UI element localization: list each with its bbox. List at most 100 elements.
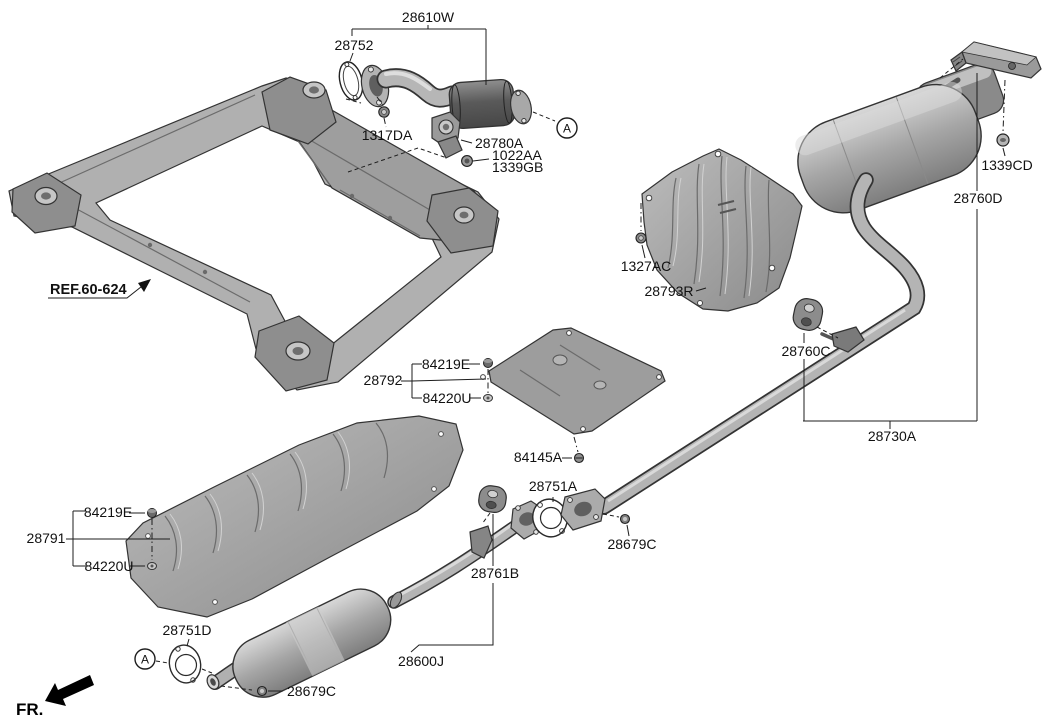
part-label-1339GB[interactable]: 1339GB [492,159,543,175]
part-label-28760D[interactable]: 28760D [953,190,1002,206]
fastener-1339CD [996,133,1010,147]
hanger-bracket-on-pipe [469,525,493,559]
shield-hole [438,431,444,437]
shield-hole [212,599,218,605]
part-label-28751D[interactable]: 28751D [162,622,211,638]
shield-hole [431,486,437,492]
outlet-pipe [388,520,522,608]
bushing-hole [309,86,319,94]
part-label-28792[interactable]: 28792 [364,372,403,388]
part-label-1022AA[interactable]: 1022AA [492,147,542,163]
part-label-28751A[interactable]: 28751A [529,478,578,494]
view-marker-a-bottom: A [134,648,156,670]
part-label-84220U-bottom[interactable]: 84220U [84,558,133,574]
shield-detail [552,354,568,366]
shield-emboss [717,200,737,214]
rivet [387,215,393,221]
shield-hole [580,426,586,432]
part-label-28679C-rear[interactable]: 28679C [607,536,656,552]
bushing-hole [459,211,469,219]
rear-pipe-body [598,174,924,513]
part-label-1339CD[interactable]: 1339CD [981,157,1032,173]
shield-hole [768,264,776,272]
front-pipe-assembly [338,61,533,167]
heat-shield-28791 [125,415,464,618]
part-label-84220U-top[interactable]: 84220U [422,390,471,406]
front-pipe-body [378,70,460,106]
pin-84219E-bottom [147,508,157,518]
grommet-84220U-bottom [147,562,157,570]
shield-panel [641,148,803,312]
part-label-84219E-top[interactable]: 84219E [422,356,470,372]
part-label-28791[interactable]: 28791 [27,530,66,546]
center-muffler-assembly [168,485,631,698]
shield-panel [488,327,666,435]
part-label-28780A[interactable]: 28780A [475,135,524,151]
outlet-pipe-highlight [393,521,515,600]
rubber-hanger-28761B [478,485,507,513]
part-label-84145A[interactable]: 84145A [514,449,563,465]
heat-shield-28793R [635,148,803,312]
nut-1022AA-1339GB [461,155,473,167]
outlet-flange [509,89,533,125]
view-marker-a-top: A [556,117,578,139]
rear-muffler-assembly [596,41,1042,515]
view-marker-letter: A [141,653,149,667]
muffler-mount-bracket [950,41,1042,79]
part-label-84219E-bottom[interactable]: 84219E [84,504,132,520]
shield-hole [645,194,653,202]
front-pipe-highlight [384,71,432,91]
nut-28679C-rear [619,513,631,525]
rivet [147,242,153,248]
subframe-detail-line [54,94,256,186]
muffler-body [795,81,982,214]
hanger-bracket-28780A [431,111,463,159]
part-label-28761B[interactable]: 28761B [471,565,519,581]
grommet-84220U-top [483,394,493,402]
shield-hole [697,300,703,306]
ref-arrowhead [138,279,151,292]
part-label-28600J[interactable]: 28600J [398,653,444,669]
part-label-28610W[interactable]: 28610W [402,9,455,25]
shield-hole [714,150,722,158]
nut-28679C-front [256,685,268,697]
inlet-mouth [206,674,220,690]
weld-ring [389,591,403,609]
heat-shield-28792 [480,327,666,464]
front-subframe [8,76,500,392]
fr-arrow-icon [45,675,94,706]
bushing-hole [292,347,304,355]
part-label-1327AC[interactable]: 1327AC [621,258,672,274]
part-label-28760C[interactable]: 28760C [781,343,830,359]
ref-label[interactable]: REF.60-624 [50,282,127,298]
part-label-28793R[interactable]: 28793R [644,283,693,299]
pin-84219E-top [483,358,493,368]
nut-1327AC [635,232,647,244]
part-labels: 28610W 28752 1317DA 28780A 1022AA 1339GB… [27,9,1033,699]
direction-indicator: FR. [16,675,94,719]
rubber-hanger-28760C [792,298,824,331]
part-label-28730A[interactable]: 28730A [868,428,917,444]
part-label-28752[interactable]: 28752 [335,37,374,53]
leader-lines [48,25,1006,692]
shield-hole [656,374,662,380]
part-label-28679C-front[interactable]: 28679C [287,683,336,699]
center-muffler-body [232,588,392,698]
rear-pipe-flange [560,488,606,531]
fr-label: FR. [16,700,43,719]
shield-hole [566,330,572,336]
shield-detail [593,380,607,390]
subframe-detail-line [309,139,431,211]
shield-hole [145,533,151,539]
part-label-1317DA[interactable]: 1317DA [362,127,413,143]
shield-panel [125,415,464,618]
bushing-hole [41,192,51,200]
screw-84145A [573,452,585,464]
rivet [202,269,208,275]
gasket-28751D [168,644,202,684]
subframe-detail-line [59,199,251,303]
nut-1317DA [378,106,390,118]
rivet [349,193,355,199]
